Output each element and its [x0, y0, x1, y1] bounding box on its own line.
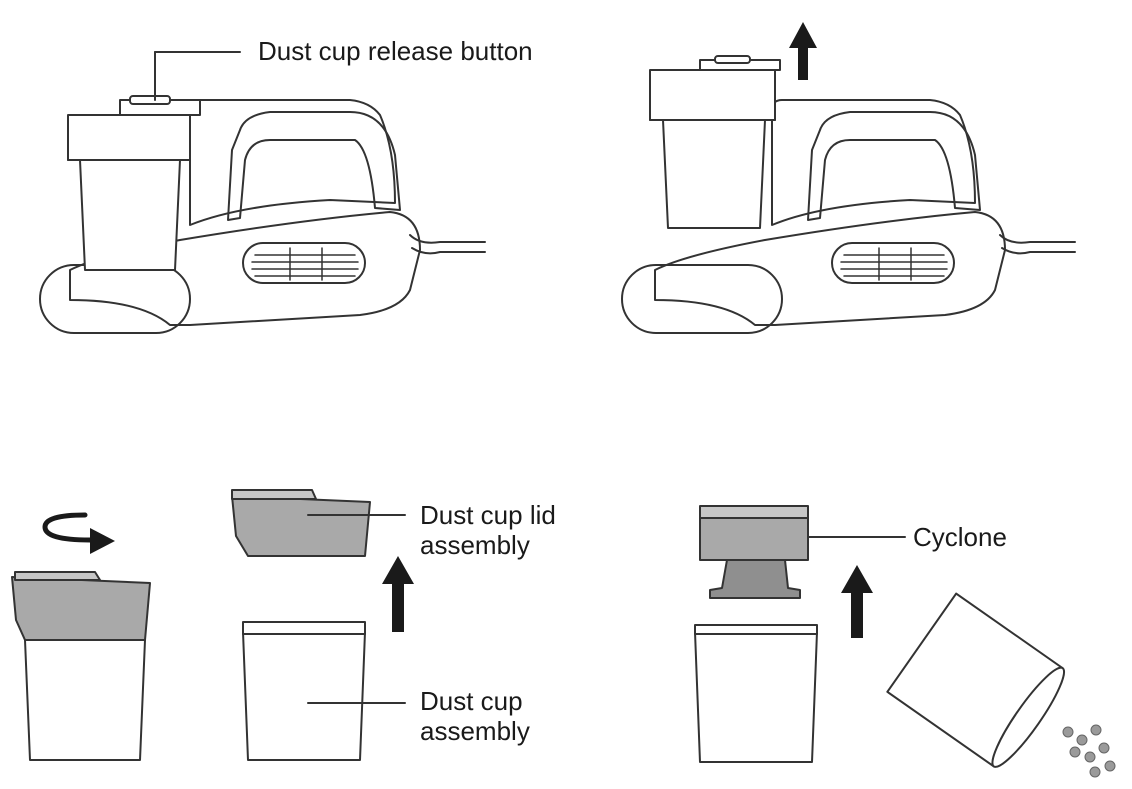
vacuum-handle [227, 111, 401, 221]
tilted-dust-cup [886, 592, 1066, 768]
dust-cup-lid-top [14, 571, 101, 581]
rotate-arrow-icon [90, 528, 115, 554]
vacuum-front-roller [621, 264, 783, 334]
vacuum-power-cord [999, 234, 1076, 255]
rotate-arrow-icon [42, 512, 93, 543]
cyclone-label: Cyclone [913, 522, 1007, 552]
dust-cup-lid-on-cup [11, 576, 151, 641]
lid-assembly-label: Dust cup lid assembly [420, 500, 556, 560]
remove-cyclone-step [694, 505, 1116, 778]
twist-lid-step [11, 489, 414, 761]
lifted-dust-cup [649, 55, 781, 229]
vacuum-motor-housing [654, 211, 1006, 326]
vacuum-vent [242, 242, 366, 284]
lift-up-arrow [789, 22, 817, 80]
vacuum-cup-lifted [621, 22, 1076, 334]
dust-cup-body [694, 631, 818, 763]
dust-cup-rim [242, 621, 366, 635]
cup-assembly-label: Dust cup assembly [420, 686, 530, 746]
dust-cup-lid-assembly [231, 495, 371, 557]
vacuum-handle [807, 111, 981, 221]
release-button-label: Dust cup release button [258, 36, 533, 66]
vacuum-with-dust-cup [39, 51, 486, 334]
vacuum-vent [831, 242, 955, 284]
lift-up-arrow [841, 565, 873, 638]
cyclone-top [699, 505, 809, 519]
cyclone-bottom [709, 559, 801, 599]
dust-cup-assembly [242, 631, 366, 761]
vacuum-body [771, 99, 976, 226]
vacuum-body [189, 99, 396, 226]
dust-debris [1062, 724, 1116, 778]
dust-cup-lid-top [231, 489, 317, 500]
dust-cup-rim [694, 624, 818, 635]
lift-up-arrow [382, 556, 414, 632]
dust-cup-body [24, 639, 146, 761]
vacuum-power-cord [409, 234, 486, 255]
attached-dust-cup [67, 95, 201, 271]
